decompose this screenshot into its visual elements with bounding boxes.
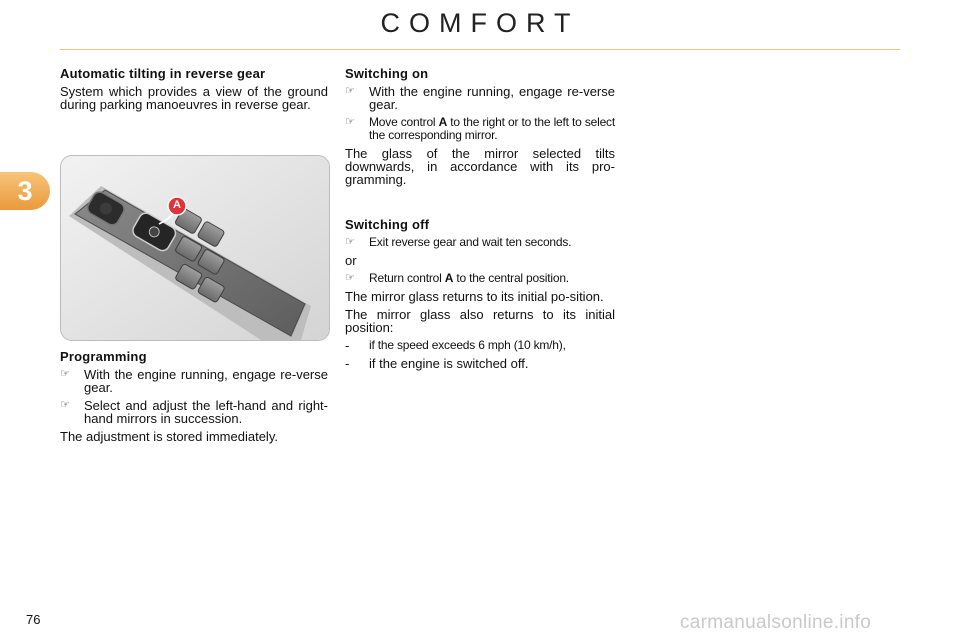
list-item: ☞ Exit reverse gear and wait ten seconds… xyxy=(345,235,572,249)
chapter-tab: 3 xyxy=(0,172,50,210)
list-item: ☞ Return control A to the central positi… xyxy=(345,271,569,285)
or-text: or xyxy=(345,253,357,268)
intro-paragraph: System which provides a view of the grou… xyxy=(60,84,328,112)
switching-off-section: Switching off ☞ Exit reverse gear and wa… xyxy=(345,218,615,375)
left-column: Automatic tilting in reverse gear System… xyxy=(60,67,328,116)
switching-off-result: The mirror glass returns to its initial … xyxy=(345,289,604,304)
mirror-control-figure: A xyxy=(60,155,330,341)
list-item: ☞ With the engine running, engage re-ver… xyxy=(345,84,615,112)
pointing-hand-icon: ☞ xyxy=(345,85,355,97)
list-item: ☞ Select and adjust the left-hand and ri… xyxy=(60,398,328,426)
switching-off-also: The mirror glass also returns to its ini… xyxy=(345,307,615,335)
list-item: - if the speed exceeds 6 mph (10 km/h), xyxy=(345,338,566,353)
section-heading-switching-on: Switching on xyxy=(345,66,429,81)
watermark: carmanualsonline.info xyxy=(680,612,872,633)
pointing-hand-icon: ☞ xyxy=(345,236,355,248)
section-heading-switching-off: Switching off xyxy=(345,217,430,232)
pointing-hand-icon: ☞ xyxy=(345,272,355,284)
pointing-hand-icon: ☞ xyxy=(60,399,70,411)
list-item: - if the engine is switched off. xyxy=(345,356,529,371)
list-item: ☞ Move control A to the right or to the … xyxy=(345,115,615,142)
section-heading-automatic-tilting: Automatic tilting in reverse gear xyxy=(60,66,266,81)
door-switch-panel-illustration xyxy=(61,156,329,340)
pointing-hand-icon: ☞ xyxy=(345,116,355,128)
section-heading-programming: Programming xyxy=(60,349,147,364)
page-number: 76 xyxy=(26,612,41,627)
pointing-hand-icon: ☞ xyxy=(60,368,70,380)
switching-on-result: The glass of the mirror selected tilts d… xyxy=(345,146,615,187)
page-title: COMFORT xyxy=(380,8,580,38)
list-item: ☞ With the engine running, engage re-ver… xyxy=(60,367,328,395)
callout-label-a: A xyxy=(173,199,181,211)
programming-section: Programming ☞ With the engine running, e… xyxy=(60,350,328,448)
chapter-number: 3 xyxy=(17,175,33,206)
switching-on-section: Switching on ☞ With the engine running, … xyxy=(345,67,615,191)
header-divider xyxy=(60,49,900,50)
programming-note: The adjustment is stored immediately. xyxy=(60,429,278,444)
